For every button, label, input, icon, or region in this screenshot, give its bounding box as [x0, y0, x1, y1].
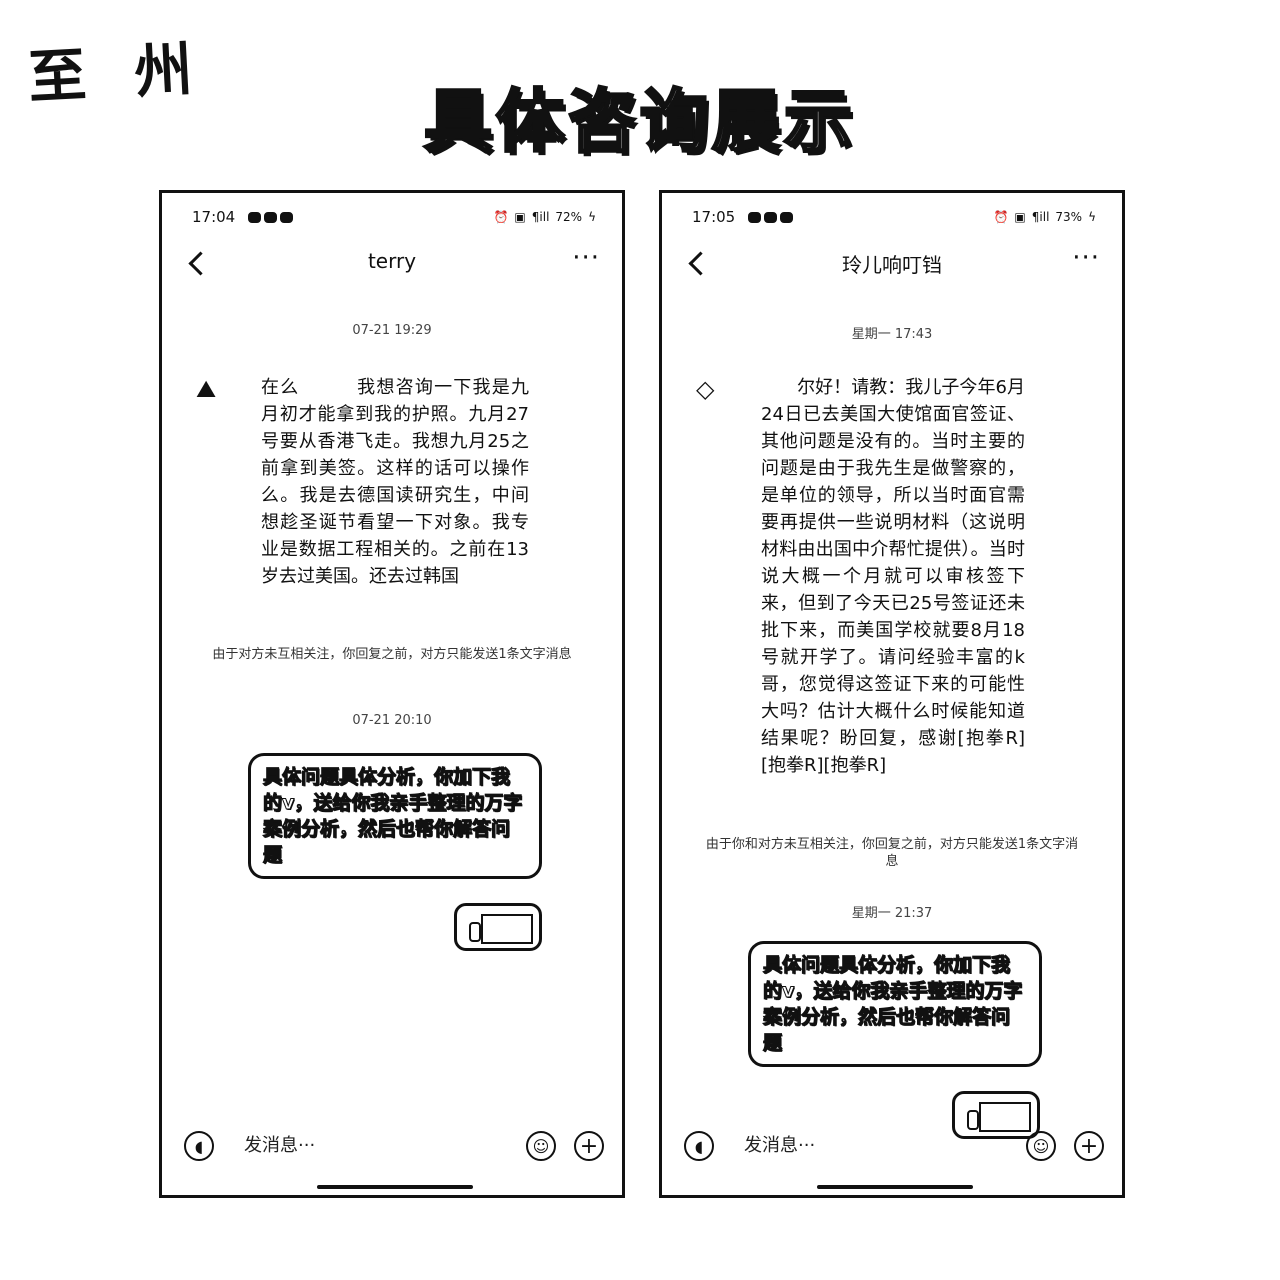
- status-bar: 17:04 ⏰ ▣ ¶ill 72% ϟ: [162, 205, 622, 229]
- battery-level: 73%: [1055, 210, 1083, 224]
- app-notification-icon: [264, 211, 277, 223]
- battery-level: 72%: [555, 210, 583, 224]
- status-time: 17:05: [692, 208, 736, 226]
- alarm-icon: ⏰: [493, 210, 509, 224]
- reply-bubble: 具体问题具体分析，你加下我的v，送给你我亲手整理的万字案例分析，然后也帮你解答问…: [248, 753, 542, 879]
- image-message[interactable]: [952, 1091, 1040, 1139]
- signal-icon: ¶ill: [531, 210, 550, 224]
- emoji-icon[interactable]: ☺: [1026, 1131, 1056, 1161]
- message-input-bar: ◖ 发消息··· ☺ +: [162, 1121, 622, 1181]
- home-indicator: [817, 1185, 973, 1189]
- app-notification-icon: [248, 211, 261, 223]
- message-input[interactable]: 发消息···: [744, 1135, 816, 1156]
- follow-notice: 由于对方未互相关注，你回复之前，对方只能发送1条文字消息: [212, 647, 572, 662]
- mountain-icon[interactable]: ⛰: [196, 375, 217, 403]
- reply-bubble: 具体问题具体分析，你加下我的v，送给你我亲手整理的万字案例分析，然后也帮你解答问…: [748, 941, 1042, 1067]
- notification-icons: [748, 211, 793, 223]
- status-time: 17:04: [192, 208, 236, 226]
- message-input-bar: ◖ 发消息··· ☺ +: [662, 1121, 1122, 1181]
- charging-icon: ϟ: [1088, 210, 1096, 224]
- more-options-icon[interactable]: ···: [1072, 243, 1100, 273]
- incoming-message: 尔好！请教：我儿子今年6月24日已去美国大使馆面官签证、其他问题是没有的。当时主…: [761, 377, 1025, 776]
- incoming-message: 在么 我想咨询一下我是九月初才能拿到我的护照。九月27号要从香港飞走。我想九月2…: [261, 377, 529, 587]
- status-bar: 17:05 ⏰ ▣ ¶ill 73% ϟ: [662, 205, 1122, 229]
- signal-icon: ¶ill: [1031, 210, 1050, 224]
- image-placeholder-icon: [967, 1102, 1031, 1132]
- app-notification-icon: [780, 211, 793, 223]
- plus-icon[interactable]: +: [1074, 1131, 1104, 1161]
- image-message[interactable]: [454, 903, 542, 951]
- message-timestamp: 07-21 20:10: [352, 713, 432, 728]
- charging-icon: ϟ: [588, 210, 596, 224]
- app-notification-icon: [280, 211, 293, 223]
- chat-navbar: 玲儿响叮铛 ···: [662, 239, 1122, 283]
- chat-navbar: terry ···: [162, 239, 622, 283]
- chat-title: terry: [367, 249, 417, 273]
- voice-icon[interactable]: ◖: [684, 1131, 714, 1161]
- chat-title: 玲儿响叮铛: [842, 253, 942, 277]
- follow-notice: 由于你和对方未互相关注，你回复之前，对方只能发送1条文字消息: [705, 837, 1079, 869]
- phone-screenshot-linger: 17:05 ⏰ ▣ ¶ill 73% ϟ 玲儿响叮铛 ··· 星期一 17:43…: [659, 190, 1125, 1198]
- app-notification-icon: [764, 211, 777, 223]
- nfc-icon: ▣: [1014, 210, 1026, 224]
- home-indicator: [317, 1185, 473, 1189]
- message-timestamp: 星期一 21:37: [851, 906, 933, 921]
- plus-icon[interactable]: +: [574, 1131, 604, 1161]
- message-timestamp: 07-21 19:29: [352, 323, 432, 338]
- diamond-icon[interactable]: ◇: [696, 375, 715, 403]
- message-timestamp: 星期一 17:43: [851, 327, 933, 342]
- emoji-icon[interactable]: ☺: [526, 1131, 556, 1161]
- nfc-icon: ▣: [514, 210, 526, 224]
- page-headline: 具体咨询展示: [422, 82, 856, 164]
- app-notification-icon: [748, 211, 761, 223]
- voice-icon[interactable]: ◖: [184, 1131, 214, 1161]
- alarm-icon: ⏰: [993, 210, 1009, 224]
- system-icons: ⏰ ▣ ¶ill 72% ϟ: [493, 210, 596, 224]
- notification-icons: [248, 211, 293, 223]
- image-placeholder-icon: [469, 914, 533, 944]
- system-icons: ⏰ ▣ ¶ill 73% ϟ: [993, 210, 1096, 224]
- phone-screenshot-terry: 17:04 ⏰ ▣ ¶ill 72% ϟ terry ··· 07-21 19:…: [159, 190, 625, 1198]
- more-options-icon[interactable]: ···: [572, 243, 600, 273]
- message-input[interactable]: 发消息···: [244, 1135, 316, 1156]
